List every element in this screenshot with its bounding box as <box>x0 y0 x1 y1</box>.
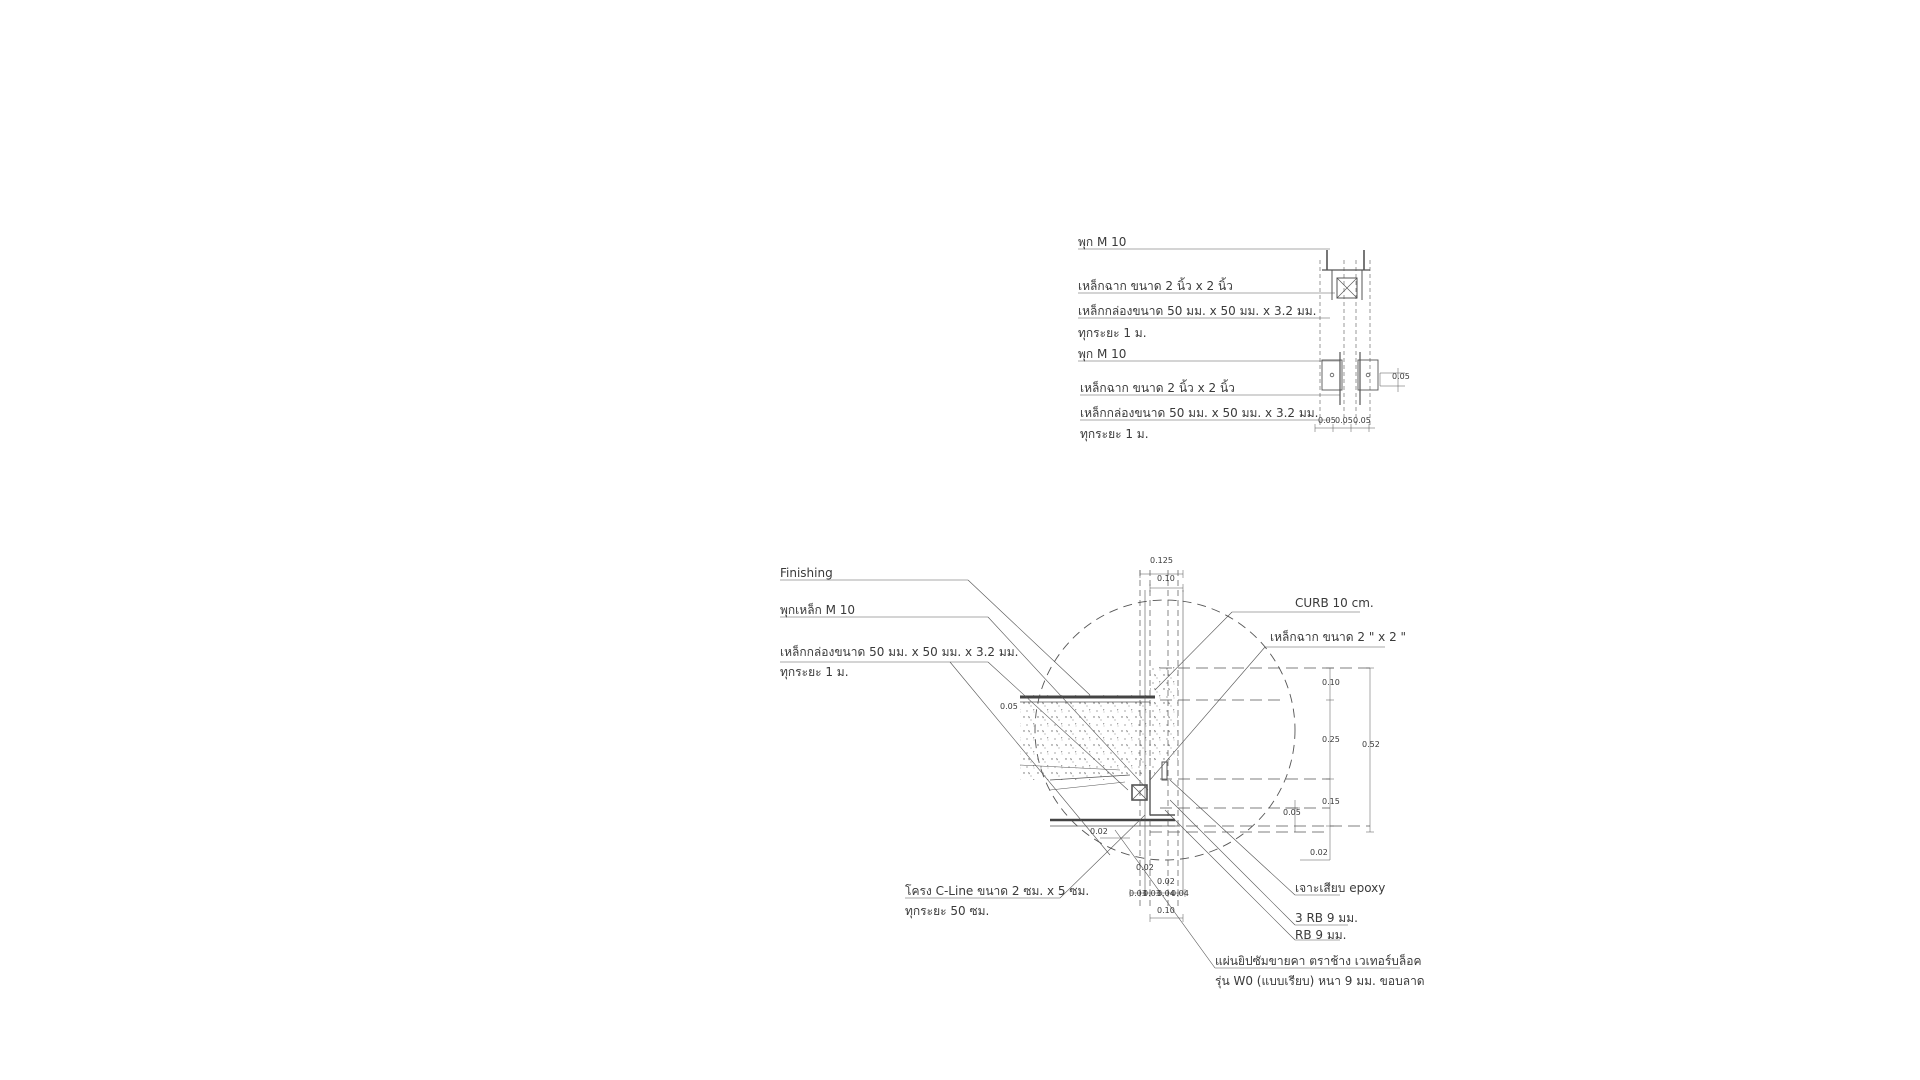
main-label-c-line-spacing: ทุกระยะ 50 ซม. <box>905 904 990 918</box>
main-detail <box>780 570 1400 969</box>
top-label-angle-1: เหล็กฉาก ขนาด 2 นิ้ว x 2 นิ้ว <box>1078 279 1233 293</box>
main-label-c-line: โครง C-Line ขนาด 2 ซม. x 5 ซม. <box>905 884 1090 898</box>
main-label-epoxy: เจาะเสียบ epoxy <box>1295 881 1386 895</box>
top-dim-bottom-1: 0.05 <box>1318 416 1336 425</box>
main-label-3rb: 3 RB 9 มม. <box>1295 911 1358 925</box>
main-label-gypsum-1: แผ่นยิปซัมขายคา ตราช้าง เวเทอร์บล็อค <box>1215 954 1422 968</box>
dim-bottom-total: 0.10 <box>1157 906 1175 915</box>
dim-left-1: 0.05 <box>1000 702 1018 711</box>
main-label-angle: เหล็กฉาก ขนาด 2 " x 2 " <box>1270 630 1407 644</box>
dim-bottom-1: 0.02 <box>1136 863 1154 872</box>
top-dim-right: 0.05 <box>1392 372 1410 381</box>
dim-right-2: 0.25 <box>1322 735 1340 744</box>
dim-top-outer: 0.125 <box>1150 556 1173 565</box>
main-label-finishing: Finishing <box>780 566 833 580</box>
main-label-curb: CURB 10 cm. <box>1295 596 1374 610</box>
dim-right-1: 0.10 <box>1322 678 1340 687</box>
top-dim-bottom-2: 0.05 <box>1335 416 1353 425</box>
main-label-box-steel: เหล็กกล่องขนาด 50 มม. x 50 มม. x 3.2 มม. <box>780 645 1019 659</box>
top-label-box-2: เหล็กกล่องขนาด 50 มม. x 50 มม. x 3.2 มม. <box>1080 406 1319 420</box>
top-label-anchor-2: พุก M 10 <box>1078 347 1127 361</box>
dim-bottom-2: 0.02 <box>1157 877 1175 886</box>
top-label-angle-2: เหล็กฉาก ขนาด 2 นิ้ว x 2 นิ้ว <box>1080 381 1235 395</box>
main-label-box-spacing: ทุกระยะ 1 ม. <box>780 665 849 679</box>
dim-top-inner: 0.10 <box>1157 574 1175 583</box>
dim-bottom-5: 0.04 <box>1157 889 1175 898</box>
top-detail <box>1078 248 1405 432</box>
dim-left-2: 0.02 <box>1090 827 1108 836</box>
dim-bottom-3: 0.03 <box>1129 889 1147 898</box>
dim-bottom-6: 0.04 <box>1171 889 1189 898</box>
top-label-box-1: เหล็กกล่องขนาด 50 มม. x 50 มม. x 3.2 มม. <box>1078 304 1317 318</box>
main-label-rb: RB 9 มม. <box>1295 928 1347 942</box>
top-dim-bottom-3: 0.05 <box>1353 416 1371 425</box>
main-label-anchor: พุกเหล็ก M 10 <box>780 603 856 617</box>
top-label-anchor-1: พุก M 10 <box>1078 235 1127 249</box>
dim-right-3: 0.15 <box>1322 797 1340 806</box>
top-label-spacing-2: ทุกระยะ 1 ม. <box>1080 427 1149 441</box>
dim-right-5: 0.02 <box>1310 848 1328 857</box>
main-label-gypsum-2: รุ่น W0 (แบบเรียบ) หนา 9 มม. ขอบลาด <box>1215 974 1425 988</box>
top-label-spacing-1: ทุกระยะ 1 ม. <box>1078 326 1147 340</box>
dim-right-4: 0.05 <box>1283 808 1301 817</box>
dim-right-total: 0.52 <box>1362 740 1380 749</box>
dim-bottom-4: 0.03 <box>1143 889 1161 898</box>
